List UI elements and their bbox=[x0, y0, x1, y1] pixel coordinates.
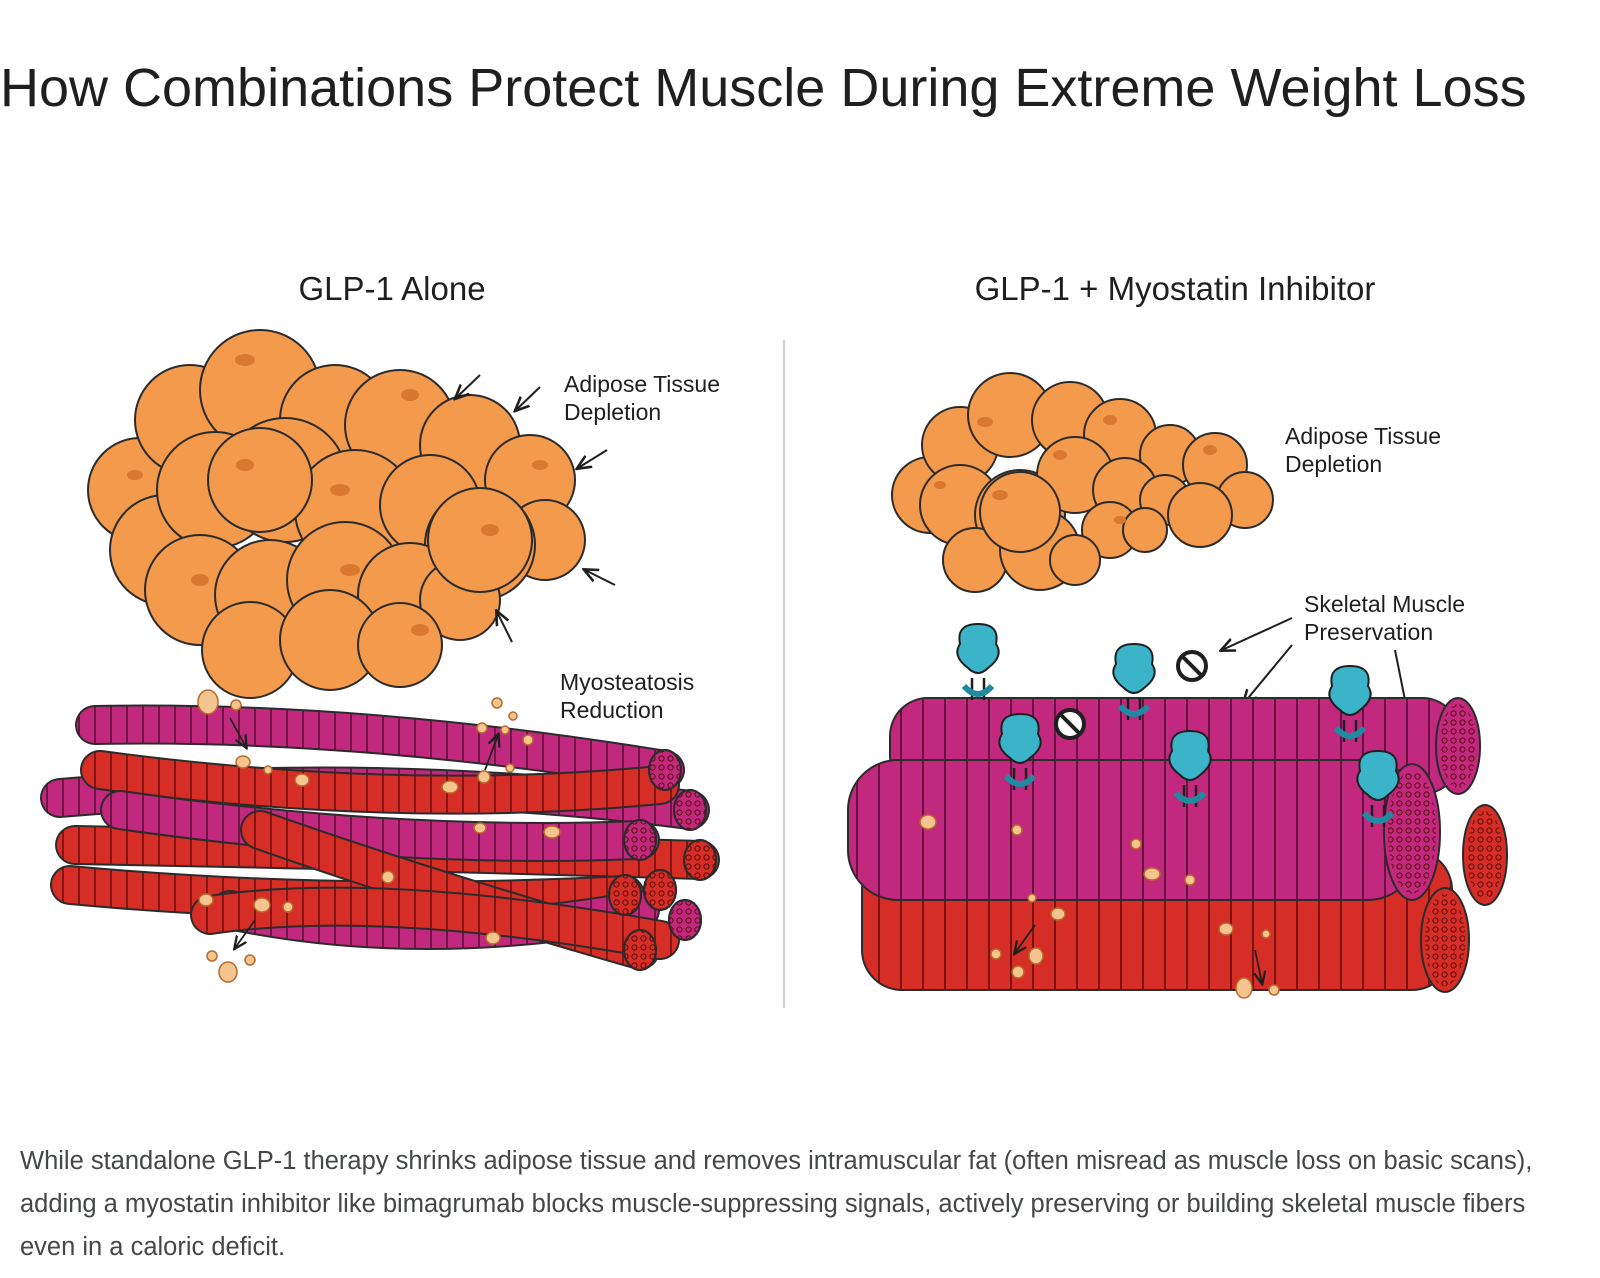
right-adipose-cluster bbox=[891, 372, 1274, 593]
receptor-icon bbox=[1112, 642, 1156, 720]
left-fiber-ends bbox=[608, 749, 717, 971]
right-adipose-label: Adipose Tissue Depletion bbox=[1285, 423, 1447, 477]
left-fat-droplets bbox=[197, 689, 561, 983]
blocked-signal-icon bbox=[1054, 708, 1086, 740]
receptor-icon bbox=[1356, 749, 1400, 827]
left-adipose-label: Adipose Tissue Depletion bbox=[564, 371, 726, 425]
left-adipose-spots bbox=[127, 354, 548, 636]
left-adipose-cluster bbox=[87, 329, 586, 699]
left-muscle-label: Myosteatosis Reduction bbox=[560, 669, 701, 723]
figure-caption: While standalone GLP-1 therapy shrinks a… bbox=[20, 1147, 1533, 1261]
right-adipose-spots bbox=[934, 415, 1217, 524]
diagram-svg: GLP-1 Alone GLP-1 + Myostatin Inhibitor bbox=[40, 270, 1508, 1008]
receptor-icon bbox=[956, 622, 1000, 700]
diagram-figure: GLP-1 Alone GLP-1 + Myostatin Inhibitor bbox=[0, 250, 1600, 1090]
receptor-icon bbox=[1328, 664, 1372, 742]
receptor-icons bbox=[956, 622, 1400, 827]
page-title: How Combinations Protect Muscle During E… bbox=[0, 58, 1527, 118]
left-panel-heading: GLP-1 Alone bbox=[298, 270, 485, 307]
right-droplet-arrows bbox=[1015, 924, 1262, 983]
left-adipose-arrows bbox=[456, 374, 616, 643]
right-fat-droplets bbox=[919, 814, 1280, 999]
right-panel-heading: GLP-1 + Myostatin Inhibitor bbox=[975, 270, 1376, 307]
left-droplet-arrows bbox=[229, 717, 498, 948]
receptor-icon bbox=[998, 712, 1042, 790]
left-muscle-bundle bbox=[40, 704, 720, 971]
right-muscle-label: Skeletal Muscle Preservation bbox=[1304, 591, 1471, 645]
receptor-icon bbox=[1168, 729, 1212, 807]
blocked-signal-icon bbox=[1176, 650, 1208, 682]
